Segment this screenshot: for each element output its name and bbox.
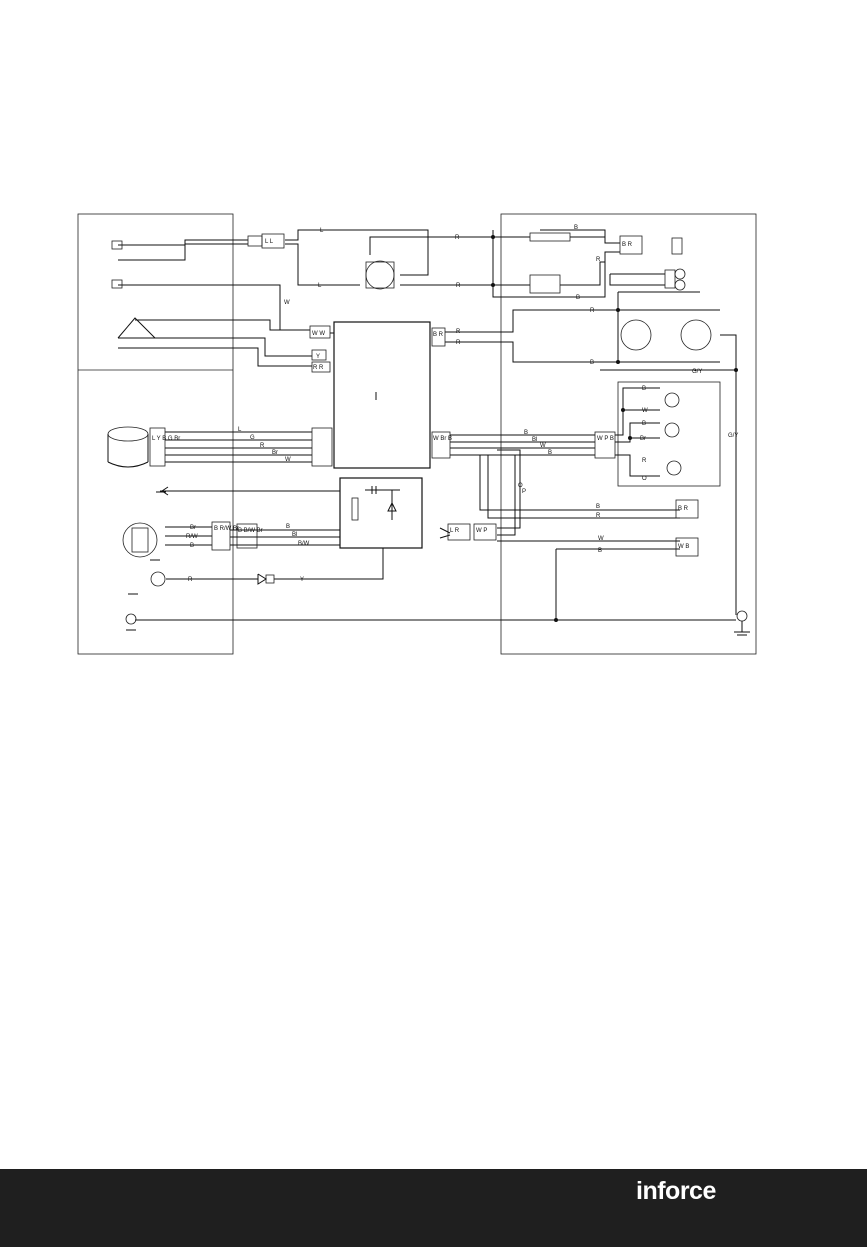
brand-logo: inforce (636, 1177, 716, 1205)
label-ign-R: R (188, 577, 193, 583)
label-conn-WB: W B (678, 544, 689, 550)
spark-plug (150, 571, 166, 587)
junction-dots (491, 235, 738, 622)
label-low-W: W (598, 536, 604, 542)
label-out-W: W (540, 443, 546, 449)
label-mid-R: R (456, 283, 461, 289)
dc-terminal-2 (674, 279, 686, 291)
label-low-R: R (596, 513, 601, 519)
label-conn-BR-a: B R (622, 242, 633, 248)
label-out-Bl: Bl (532, 437, 537, 443)
label-conn-BR-b: B R (433, 332, 444, 338)
label-conn-BRW: B R/W Br (214, 526, 239, 532)
dc-terminal (674, 268, 686, 280)
label-gy: G/Y (692, 369, 702, 375)
frame-ground (125, 613, 137, 625)
label-low-B2: B (598, 548, 602, 554)
ignition-coil (122, 522, 158, 558)
label-mag-B: B (190, 543, 194, 549)
label-out-B2: B (548, 450, 552, 456)
label-panel-B: B (642, 386, 646, 392)
label-conn-LR: L R (450, 528, 460, 534)
footer-bar (0, 1169, 867, 1247)
label-ign-Y: Y (300, 577, 304, 583)
label-conn-WP: W P (476, 528, 487, 534)
charge-coil (111, 279, 123, 289)
wire-labels: L L B R R R B W R R R B G/Y G/Y L G R Br… (152, 225, 738, 583)
label-mid-L: L (318, 283, 322, 289)
label-sensor-L: L (238, 427, 242, 433)
main-switch (365, 260, 395, 290)
pilot-lamp (671, 237, 683, 255)
label-right-R: R (596, 257, 601, 263)
label-panel-Br: Br (640, 436, 646, 442)
label-panel-W: W (642, 408, 648, 414)
oil-warning-lamp (664, 392, 680, 408)
oil-level-sensor (107, 426, 149, 442)
label-conn-WBrB: W Br B (433, 436, 452, 442)
output-lamp (666, 460, 682, 476)
label-plug-LYBrG: L Y B G Br (152, 436, 180, 442)
wiring-diagram: L L B R R R B W R R R B G/Y G/Y L G R Br… (77, 213, 757, 655)
label-sensor-W: W (285, 457, 291, 463)
label-conn-Y: Y (316, 354, 320, 360)
components (107, 232, 750, 636)
label-conn-RR: R R (313, 365, 324, 371)
label-out-B: B (524, 430, 528, 436)
diode (257, 573, 267, 585)
fuse (529, 232, 571, 242)
label-conn-WW: W W (312, 331, 325, 337)
label-conn-BR-c: B R (678, 506, 689, 512)
label-conn-WPB: W P B (597, 436, 614, 442)
label-conn-LL: L L (265, 239, 274, 245)
exciter-coil (111, 240, 123, 250)
ac-socket-1 (620, 319, 652, 351)
label-top-R: R (455, 235, 460, 241)
label-panel-O: O (642, 476, 647, 482)
label-mag-BW: B/W (298, 541, 310, 547)
label-w-stator: W (284, 300, 290, 306)
overload-lamp (664, 422, 680, 438)
label-mag-Br: Br (190, 525, 196, 531)
connectors (149, 233, 699, 557)
label-sock-B: B (590, 360, 594, 366)
label-panel-B2: B (642, 421, 646, 427)
label-panel-R: R (642, 458, 647, 464)
breaker (529, 274, 561, 294)
label-low-B: B (596, 504, 600, 510)
label-sock-R: R (590, 308, 595, 314)
cdi-unit (333, 321, 431, 469)
label-sensor-Br: Br (272, 450, 278, 456)
label-mag-RW: R/W (186, 534, 198, 540)
label-mag-B2: B (286, 524, 290, 530)
label-fuse-B: B (576, 295, 580, 301)
label-conn-BBW: B B/W Br (238, 528, 263, 534)
label-top-B: B (574, 225, 578, 231)
ac-socket-2 (680, 319, 712, 351)
label-cdi-R2: R (456, 340, 461, 346)
label-cross-P: P (522, 489, 526, 495)
label-cross-O: O (518, 483, 523, 489)
label-top-L: L (320, 228, 324, 234)
main-winding (117, 317, 157, 339)
label-cdi-R: R (456, 329, 461, 335)
label-gy2: G/Y (728, 433, 738, 439)
diagram-frame (77, 213, 757, 655)
label-mag-Bl: Bl (292, 532, 297, 538)
label-sensor-G: G (250, 435, 255, 441)
ground-terminal (736, 610, 748, 622)
label-sensor-R: R (260, 443, 265, 449)
